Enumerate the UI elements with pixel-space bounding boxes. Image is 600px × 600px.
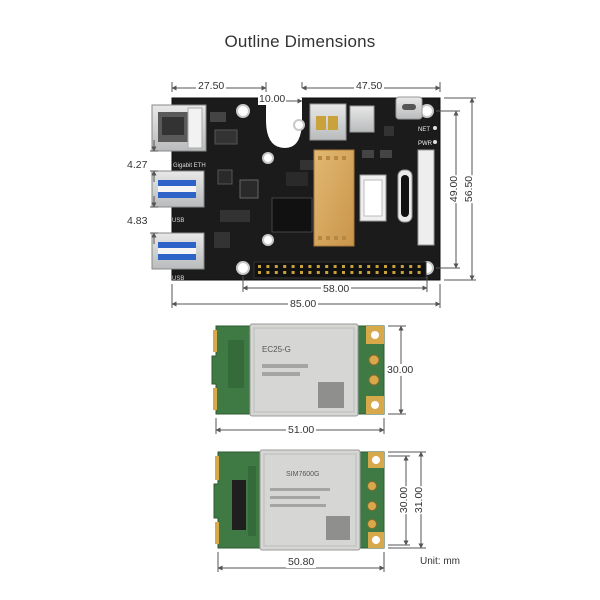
header-pin [333,271,337,274]
usb-port-2 [151,232,205,270]
header-pin [300,271,303,274]
unit-label: Unit: mm [420,556,460,567]
header-pin [283,265,287,268]
header-pin [266,271,270,274]
dim-board-width: 85.00 [288,298,319,310]
header-pin [274,271,278,274]
header-pin [384,265,387,268]
net-label: NET [418,127,430,133]
header-pin [291,271,295,274]
ethernet-port [151,104,207,152]
header-pin [409,265,413,268]
header-pin [367,271,371,274]
header-pin [342,265,345,268]
dim-hole-height: 49.00 [448,174,461,204]
header-pin [392,271,396,274]
dim-module-2-width: 50.80 [286,556,317,568]
pwr-label: PWR [418,141,433,147]
module-pad [313,149,355,247]
header-pin [258,271,261,274]
header-pin [258,265,261,268]
header-pin [417,265,421,268]
sim-card-slot [309,103,347,141]
header-pin [266,265,270,268]
module-1-chip-label: EC25-G [262,345,291,354]
dim-notch-width: 10.00 [258,93,287,105]
header-pin [316,265,320,268]
header-pin [384,271,387,274]
header-pin [409,271,413,274]
header-pin [333,265,337,268]
header-pin [274,265,278,268]
header-pin [308,265,312,268]
dim-board-height: 56.50 [463,174,476,204]
header-pin [375,265,379,268]
header-pin [367,265,371,268]
mounting-holes [236,104,434,275]
dim-eth-gap: 4.27 [127,159,148,171]
dim-usb-gap: 4.83 [127,215,148,227]
header-pin [316,271,320,274]
dim-module-2-height-a: 30.00 [398,485,411,515]
hat-board: Gigabit ETH USB USB [151,96,441,282]
header-pin [308,271,312,274]
usb-label-2: USB [172,276,184,282]
header-pin [358,271,362,274]
ethernet-label: Gigabit ETH [173,163,206,169]
header-pin [350,271,354,274]
dim-module-1-height: 30.00 [386,364,415,376]
header-pin [325,271,329,274]
header-pin [325,265,329,268]
header-pin [400,265,404,268]
header-pin [375,271,379,274]
dim-top-left-width: 27.50 [196,80,227,92]
header-pin [291,265,295,268]
module-2: SIM7600G [213,449,385,551]
module-1: EC25-G [211,323,385,417]
header-pin [283,271,287,274]
dim-top-right-width: 47.50 [354,80,385,92]
dim-module-1-width: 51.00 [286,424,317,436]
gpio-header [253,261,427,279]
module-2-chip-label: SIM7600G [286,471,319,478]
header-pin [417,271,421,274]
usb-c-port [395,96,423,120]
usb-port-1 [151,170,205,208]
page-title: Outline Dimensions [224,32,376,51]
header-pin [342,271,345,274]
dim-hole-spacing: 58.00 [321,283,352,295]
header-pin [350,265,354,268]
header-pin [392,265,396,268]
header-pin [358,265,362,268]
usb-label-1: USB [172,218,184,224]
tf-card-slot [349,105,375,133]
header-pin [300,265,303,268]
dim-module-2-height-b: 31.00 [413,485,426,515]
header-pin [400,271,404,274]
